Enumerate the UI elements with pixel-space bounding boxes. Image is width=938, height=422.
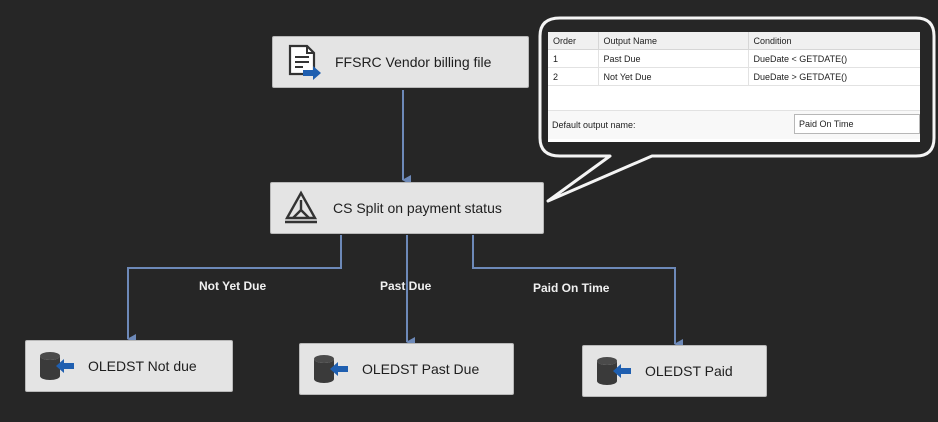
task-label: CS Split on payment status xyxy=(333,200,502,216)
column-header-output-name: Output Name xyxy=(598,32,749,50)
path-label-not-yet-due: Not Yet Due xyxy=(199,279,267,293)
column-header-order: Order xyxy=(548,32,599,50)
task-oledb-destination-not-due[interactable]: OLEDST Not due xyxy=(25,340,233,392)
default-output-label: Default output name: xyxy=(552,120,636,130)
task-oledb-destination-paid[interactable]: OLEDST Paid xyxy=(582,345,767,397)
output-name-cell: Not Yet Due xyxy=(598,67,749,86)
output-name-cell: Past Due xyxy=(598,49,749,68)
conditions-header-row: Order Output Name Condition xyxy=(548,32,920,50)
conditions-grid: Order Output Name Condition 1 Past Due D… xyxy=(548,32,920,86)
condition-cell: DueDate > GETDATE() xyxy=(748,67,920,86)
conditional-split-icon xyxy=(281,188,321,228)
default-output-row: Default output name: Paid On Time xyxy=(548,110,920,139)
task-flat-file-source[interactable]: FFSRC Vendor billing file xyxy=(272,36,529,88)
conditional-split-conditions-panel: Order Output Name Condition 1 Past Due D… xyxy=(548,32,920,142)
database-destination-icon xyxy=(593,351,633,391)
database-destination-icon xyxy=(310,349,350,389)
task-label: OLEDST Paid xyxy=(645,363,733,379)
table-row[interactable]: 2 Not Yet Due DueDate > GETDATE() xyxy=(548,67,920,86)
flat-file-source-icon xyxy=(283,42,323,82)
task-label: FFSRC Vendor billing file xyxy=(335,54,492,70)
task-oledb-destination-past-due[interactable]: OLEDST Past Due xyxy=(299,343,514,395)
path-label-paid-on-time: Paid On Time xyxy=(533,281,610,295)
database-destination-icon xyxy=(36,346,76,386)
path-not-yet-due[interactable] xyxy=(127,235,342,344)
task-conditional-split[interactable]: CS Split on payment status xyxy=(270,182,544,234)
table-row[interactable]: 1 Past Due DueDate < GETDATE() xyxy=(548,49,920,68)
path-paid-on-time[interactable] xyxy=(472,235,683,349)
task-label: OLEDST Past Due xyxy=(362,361,480,377)
condition-cell: DueDate < GETDATE() xyxy=(748,49,920,68)
path-label-past-due: Past Due xyxy=(380,279,432,293)
task-label: OLEDST Not due xyxy=(88,358,197,374)
order-cell: 1 xyxy=(548,49,599,68)
column-header-condition: Condition xyxy=(748,32,920,50)
default-output-name-field[interactable]: Paid On Time xyxy=(794,114,920,134)
order-cell: 2 xyxy=(548,67,599,86)
